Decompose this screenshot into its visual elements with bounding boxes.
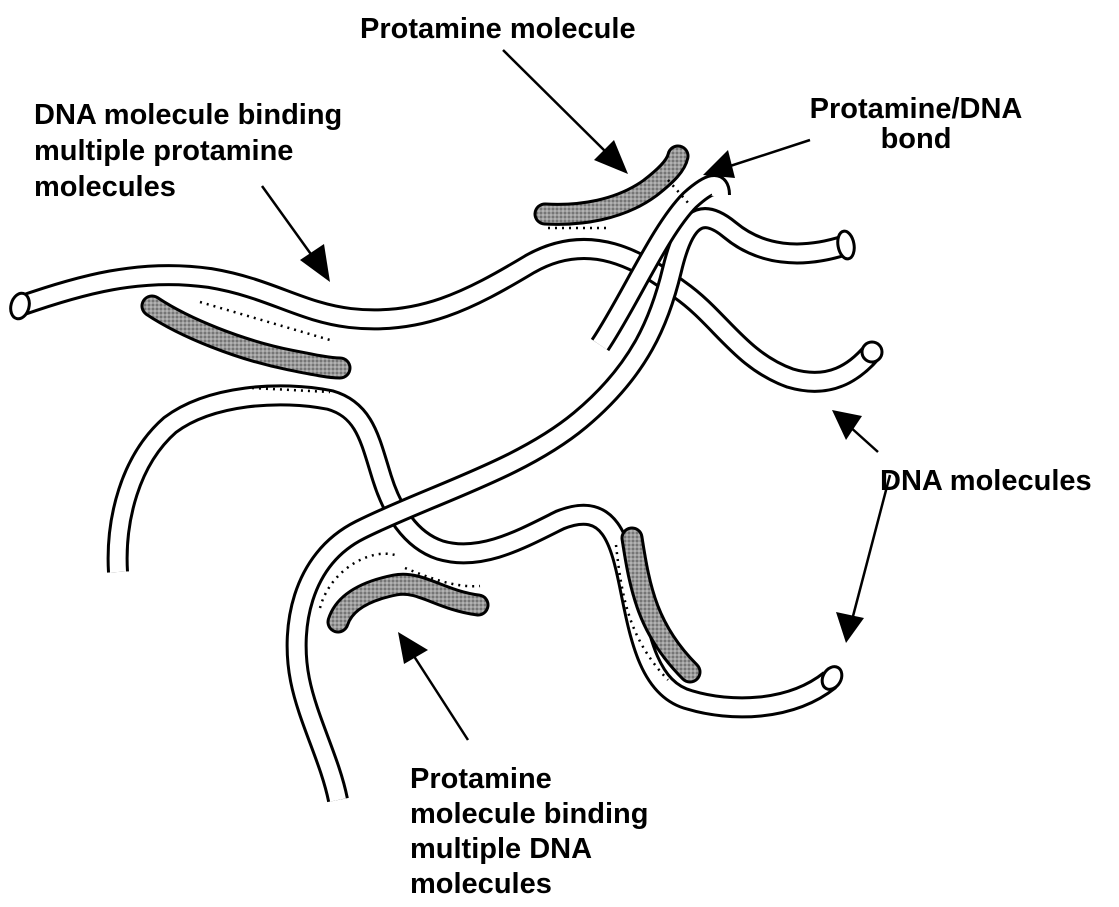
label-prot-multi-line1: Protamine xyxy=(410,762,552,796)
dna-end-cap xyxy=(862,342,882,362)
label-protamine-molecule: Protamine molecule xyxy=(360,12,636,46)
label-dna-molecules: DNA molecules xyxy=(880,464,1092,498)
label-bond-line2: bond xyxy=(796,122,1036,156)
label-prot-multi-line2: molecule binding xyxy=(410,797,648,831)
label-prot-multi-line3: multiple DNA xyxy=(410,832,592,866)
dna-molecule-lower-left xyxy=(118,395,846,707)
dna-end-cap xyxy=(8,291,32,321)
arrow-protamine-molecule xyxy=(503,50,628,174)
arrow-dna-multi xyxy=(262,186,330,282)
label-dna-multi-line3: molecules xyxy=(34,170,176,204)
dna-molecule-horizontal xyxy=(8,249,882,382)
arrow-bond xyxy=(703,140,810,178)
arrow-protamine-multi xyxy=(398,632,468,740)
arrow-dna-molecules-upper xyxy=(832,410,878,452)
label-dna-multi-line1: DNA molecule binding xyxy=(34,98,342,132)
arrow-dna-molecules-lower xyxy=(836,475,890,643)
label-bond-line1: Protamine/DNA xyxy=(796,92,1036,126)
label-prot-multi-line4: molecules xyxy=(410,867,552,901)
label-dna-multi-line2: multiple protamine xyxy=(34,134,293,168)
